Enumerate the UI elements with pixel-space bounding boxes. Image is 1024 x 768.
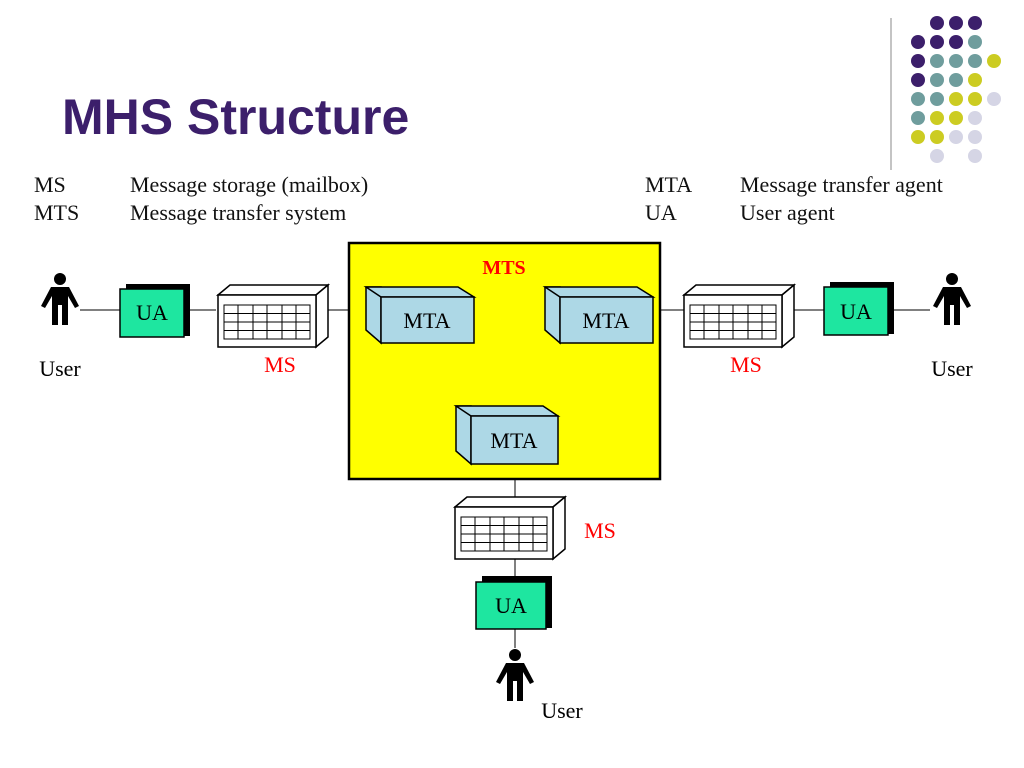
ua-left-label: UA <box>136 300 168 325</box>
legend-left: MS Message storage (mailbox) MTS Message… <box>34 172 594 228</box>
decor-dot <box>930 73 944 87</box>
decor-dot <box>968 149 982 163</box>
dot-grid <box>911 16 1001 163</box>
user-left-icon <box>41 273 79 325</box>
decor-dot <box>911 92 925 106</box>
ua-right: UA <box>823 282 894 336</box>
decor-dot <box>968 111 982 125</box>
user-right-label: User <box>931 356 973 381</box>
legend-desc: Message transfer agent <box>740 172 943 197</box>
legend-abbr: UA <box>645 200 677 225</box>
decor-dot <box>949 54 963 68</box>
mta-right-label: MTA <box>582 308 629 333</box>
legend-row: MS Message storage (mailbox) <box>34 172 594 200</box>
mta-bottom: MTA <box>453 405 561 466</box>
decor-dot <box>968 130 982 144</box>
decor-dot <box>987 92 1001 106</box>
decor-dot <box>949 92 963 106</box>
decor-dot <box>930 92 944 106</box>
decor-dot <box>930 54 944 68</box>
decor-dot <box>949 73 963 87</box>
decor-dot <box>968 16 982 30</box>
decor-dot <box>949 16 963 30</box>
decor-dot <box>968 73 982 87</box>
legend-abbr: MTS <box>34 200 80 225</box>
decor-dot <box>911 130 925 144</box>
legend-desc: Message storage (mailbox) <box>130 172 369 197</box>
decor-dot <box>987 54 1001 68</box>
legend-row: MTA Message transfer agent <box>645 172 1015 200</box>
decor-dot <box>949 35 963 49</box>
decor-dot <box>930 35 944 49</box>
ua-bottom: UA <box>475 576 552 630</box>
mta-left-label: MTA <box>403 308 450 333</box>
legend-abbr: MTA <box>645 172 693 197</box>
ua-right-label: UA <box>840 299 872 324</box>
decor-dot <box>930 16 944 30</box>
mta-right: MTA <box>542 286 656 345</box>
decor-dot <box>911 35 925 49</box>
ms-left-label: MS <box>264 352 296 377</box>
user-bottom-label: User <box>541 698 583 723</box>
decor-dot <box>930 111 944 125</box>
legend-row: UA User agent <box>645 200 1015 228</box>
legend-desc: User agent <box>740 200 835 225</box>
ms-bottom <box>454 496 566 560</box>
decor-dot <box>968 35 982 49</box>
ua-left: UA <box>119 284 190 338</box>
ms-left <box>217 284 329 348</box>
decor-dot <box>911 73 925 87</box>
decor-dot <box>911 111 925 125</box>
decor-dot <box>949 111 963 125</box>
decor-dot <box>911 54 925 68</box>
user-right-icon <box>933 273 971 325</box>
decor-dot <box>930 130 944 144</box>
ms-right <box>683 284 795 348</box>
ms-bottom-label: MS <box>584 518 616 543</box>
legend-desc: Message transfer system <box>130 200 347 225</box>
legend-row: MTS Message transfer system <box>34 200 594 228</box>
legend-right: MTA Message transfer agent UA User agent <box>645 172 1015 228</box>
decor-dot <box>949 130 963 144</box>
ua-bottom-label: UA <box>495 593 527 618</box>
mts-label: MTS <box>482 257 525 279</box>
mta-left: MTA <box>363 286 477 345</box>
legend-abbr: MS <box>34 172 66 197</box>
page-title: MHS Structure <box>62 89 410 145</box>
mta-bottom-label: MTA <box>490 428 537 453</box>
user-left-label: User <box>39 356 81 381</box>
decor-dot <box>968 54 982 68</box>
decor-dot <box>930 149 944 163</box>
ms-right-label: MS <box>730 352 762 377</box>
user-bottom-icon <box>496 649 534 701</box>
decor-dot <box>968 92 982 106</box>
